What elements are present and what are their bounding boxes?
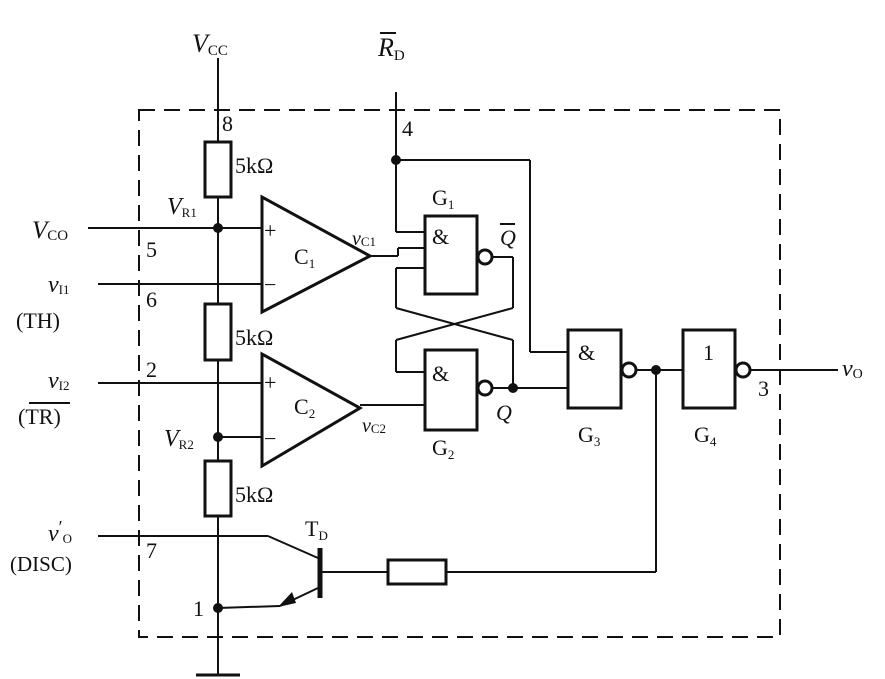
tr-label: (TR): [18, 404, 61, 429]
g2-label: G2: [432, 435, 454, 462]
resistor-r2: [203, 302, 233, 362]
pin-1: 1: [193, 596, 204, 621]
c2-minus: −: [264, 426, 276, 451]
vc1-label: vC1: [352, 228, 376, 250]
resistor-r1-value: 5kΩ: [235, 153, 273, 178]
pin-2: 2: [146, 357, 157, 382]
gate-g2-bubble: [476, 379, 494, 397]
vr1-label: VR1: [167, 194, 197, 220]
g4-symbol: 1: [703, 340, 714, 365]
g4-label: G4: [694, 422, 717, 449]
pin-5: 5: [146, 237, 157, 262]
junction-q: [508, 383, 518, 393]
c1-plus: +: [264, 218, 276, 243]
gate-g1: [423, 214, 479, 296]
junction-vr1: [213, 223, 223, 233]
vo-label: vO: [842, 356, 863, 382]
resistor-r2-value: 5kΩ: [235, 325, 273, 350]
gate-g1-bubble: [476, 248, 494, 266]
junction-ground: [213, 603, 223, 613]
qbar-label: Q: [500, 225, 516, 250]
c2-plus: +: [264, 370, 276, 395]
pin-8: 8: [222, 111, 233, 136]
td-label: TD: [305, 516, 328, 543]
vo-disc-label: v′O: [48, 517, 72, 547]
c1-minus: −: [264, 272, 276, 297]
gate-g3: [566, 328, 623, 410]
wires: [88, 58, 838, 677]
pin-6: 6: [146, 287, 157, 312]
junction-vr2: [213, 432, 223, 442]
g1-label: G1: [432, 185, 454, 212]
vco-label: VCO: [32, 217, 68, 244]
disc-label: (DISC): [10, 552, 72, 576]
reset-label: RD: [377, 33, 405, 64]
transistor-emitter-arrow: [278, 592, 296, 607]
junction-g3-out: [651, 365, 661, 375]
ic-boundary: [138, 109, 781, 638]
comparator-c1: [260, 194, 374, 315]
vc2-label: vC2: [362, 415, 386, 437]
vi2-label: vI2: [48, 368, 70, 394]
resistor-r3: [203, 459, 233, 518]
gate-g4: [681, 328, 737, 410]
g2-symbol: &: [432, 361, 449, 386]
gate-g3-bubble: [620, 361, 638, 379]
pin-4: 4: [402, 116, 413, 141]
comparator-c2: [260, 351, 364, 469]
resistor-r1: [203, 140, 233, 199]
vcc-label: VCC: [192, 29, 228, 59]
th-label: (TH): [16, 308, 60, 333]
vi1-label: vI1: [48, 272, 70, 298]
gate-g4-bubble: [734, 361, 752, 379]
c2-label: C2: [294, 394, 315, 421]
pin-3: 3: [758, 376, 769, 401]
gate-g2: [423, 348, 479, 432]
resistor-r3-value: 5kΩ: [235, 482, 273, 507]
g1-symbol: &: [432, 224, 449, 249]
pin-7: 7: [146, 538, 157, 563]
c1-label: C1: [294, 244, 315, 271]
g3-label: G3: [578, 422, 600, 449]
junction-rd: [391, 155, 401, 165]
vr2-label: VR2: [164, 426, 194, 452]
g3-symbol: &: [578, 340, 595, 365]
q-label: Q: [496, 400, 512, 425]
base-resistor: [386, 558, 448, 586]
